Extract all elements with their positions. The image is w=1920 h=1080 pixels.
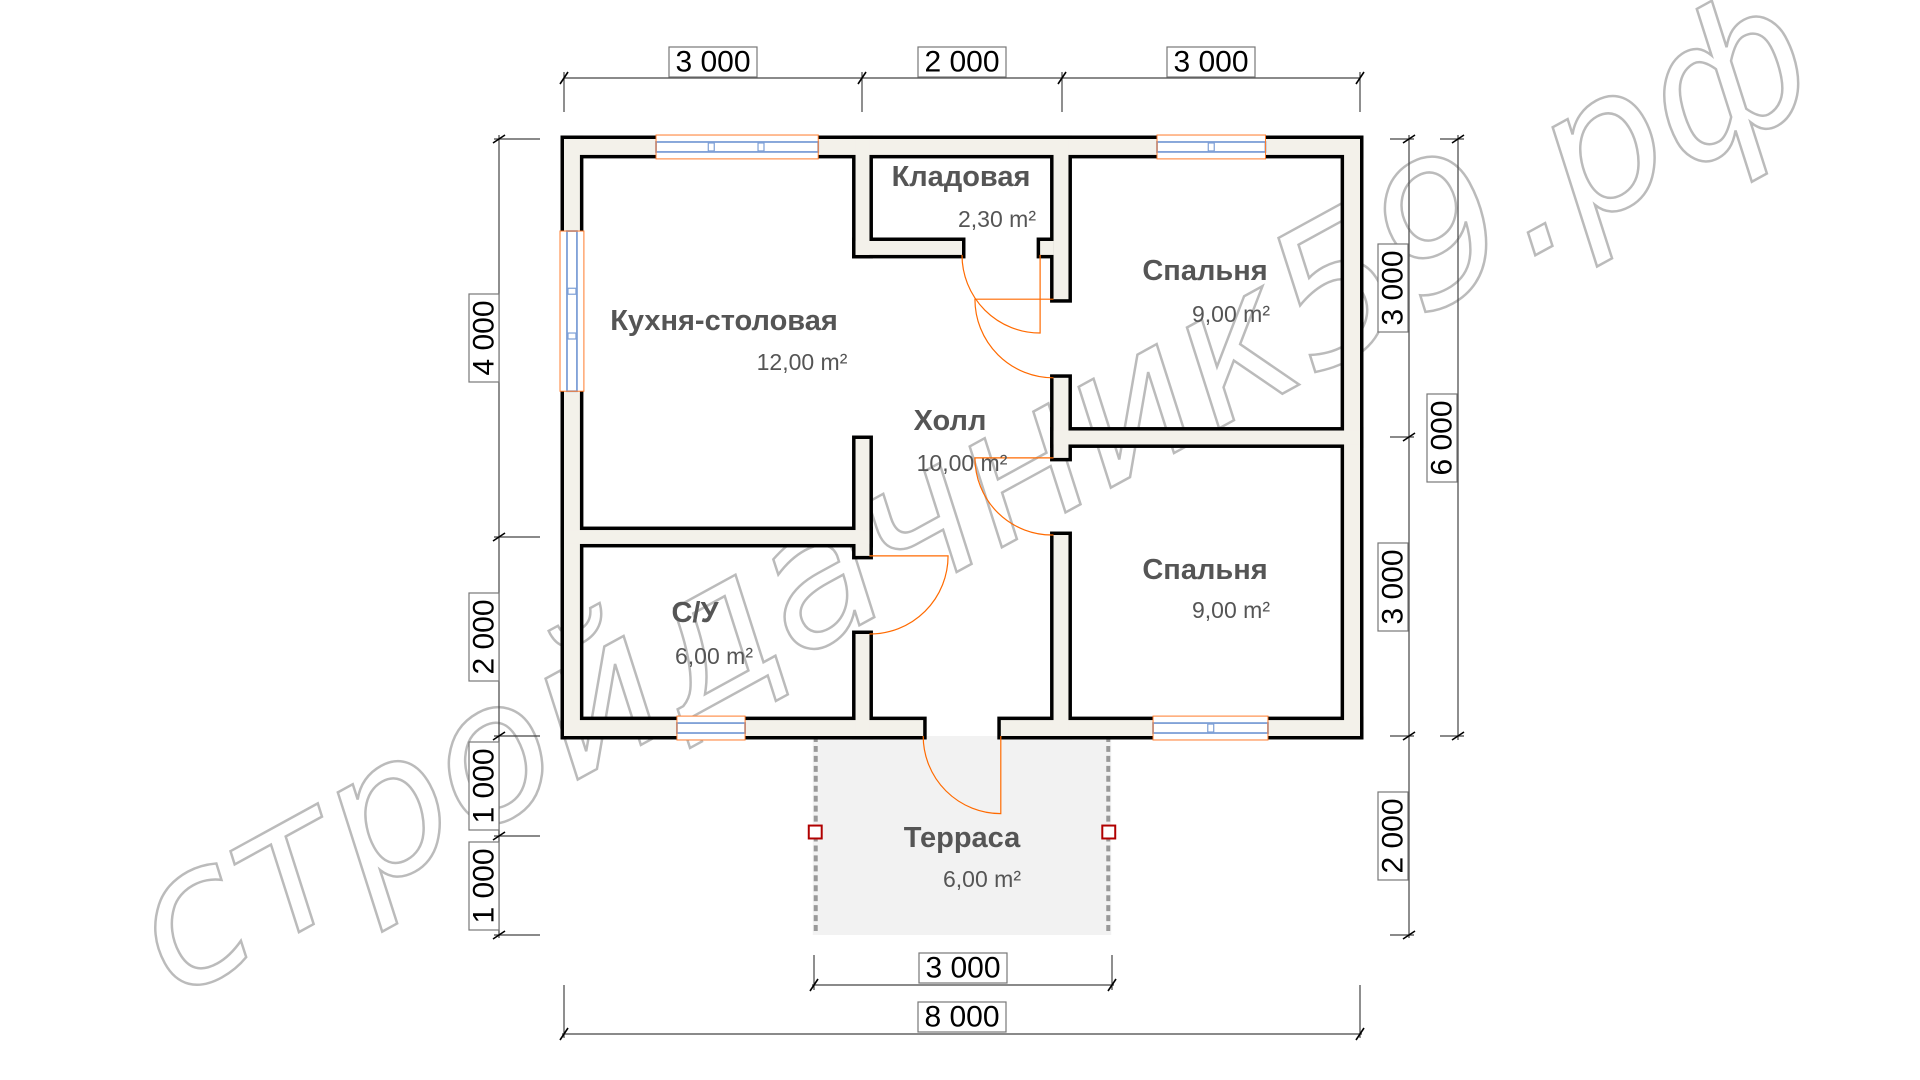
room-hall: Холл 10,00 m²	[914, 405, 1008, 476]
room-name: Холл	[914, 405, 987, 437]
room-name: С/У	[671, 597, 719, 629]
window-bottom-right	[1152, 715, 1269, 741]
room-name: Спальня	[1142, 554, 1267, 586]
plan-geometry	[559, 134, 1364, 936]
dimension-bottom-total: 8 000	[559, 985, 1365, 1041]
door-storage	[961, 254, 1041, 334]
dim-label: 3 000	[925, 952, 1000, 985]
window-top-left	[655, 134, 820, 160]
room-bedroom-bottom: Спальня 9,00 m²	[1142, 554, 1270, 623]
dim-label: 3 000	[1377, 250, 1410, 325]
dimension-right-inner: 3 000 3 000 2 000	[1377, 134, 1416, 940]
room-area: 12,00 m²	[757, 349, 848, 375]
door-bedroom-top	[974, 298, 1054, 379]
room-area: 9,00 m²	[1192, 597, 1270, 623]
dimension-top: 3 000 2 000 3 000	[559, 46, 1365, 112]
room-area: 2,30 m²	[958, 206, 1036, 232]
terrace-floor	[812, 736, 1112, 936]
room-name: Кухня-столовая	[610, 305, 838, 337]
room-area: 6,00 m²	[943, 866, 1021, 892]
door-bedroom-bottom	[974, 457, 1054, 536]
dim-label: 8 000	[924, 1001, 999, 1034]
room-name: Терраса	[904, 822, 1021, 854]
dim-label: 3 000	[1377, 549, 1410, 624]
window-bottom-left	[676, 715, 746, 741]
dimension-left: 4 000 2 000 1 000 1 000	[468, 134, 540, 940]
dim-label: 3 000	[675, 46, 750, 79]
dim-label: 2 000	[468, 599, 501, 674]
room-area: 9,00 m²	[1192, 301, 1270, 327]
room-area: 6,00 m²	[675, 643, 753, 669]
room-name: Кладовая	[892, 161, 1031, 193]
room-name: Спальня	[1142, 255, 1267, 287]
room-area: 10,00 m²	[917, 450, 1008, 476]
dim-label: 6 000	[1426, 400, 1459, 475]
dim-label: 1 000	[468, 848, 501, 923]
room-storage: Кладовая 2,30 m²	[892, 161, 1037, 232]
dimension-right-outer: 6 000	[1426, 134, 1465, 741]
door-entrance	[922, 735, 1002, 815]
window-top-right	[1156, 134, 1267, 160]
dim-label: 4 000	[468, 300, 501, 375]
window-left	[559, 230, 585, 393]
dimension-bottom-terrace: 3 000	[809, 952, 1117, 992]
room-terrace: Терраса 6,00 m²	[904, 822, 1022, 892]
room-kitchen-dining: Кухня-столовая 12,00 m²	[610, 305, 848, 375]
dim-label: 2 000	[1377, 798, 1410, 873]
dim-label: 1 000	[468, 748, 501, 823]
terrace-post-left	[807, 824, 823, 840]
terrace-post-right	[1101, 824, 1117, 840]
door-bathroom	[869, 555, 949, 635]
dim-label: 3 000	[1173, 46, 1248, 79]
dim-label: 2 000	[924, 46, 999, 79]
room-bedroom-top: Спальня 9,00 m²	[1142, 255, 1270, 327]
room-bathroom: С/У 6,00 m²	[671, 597, 753, 669]
